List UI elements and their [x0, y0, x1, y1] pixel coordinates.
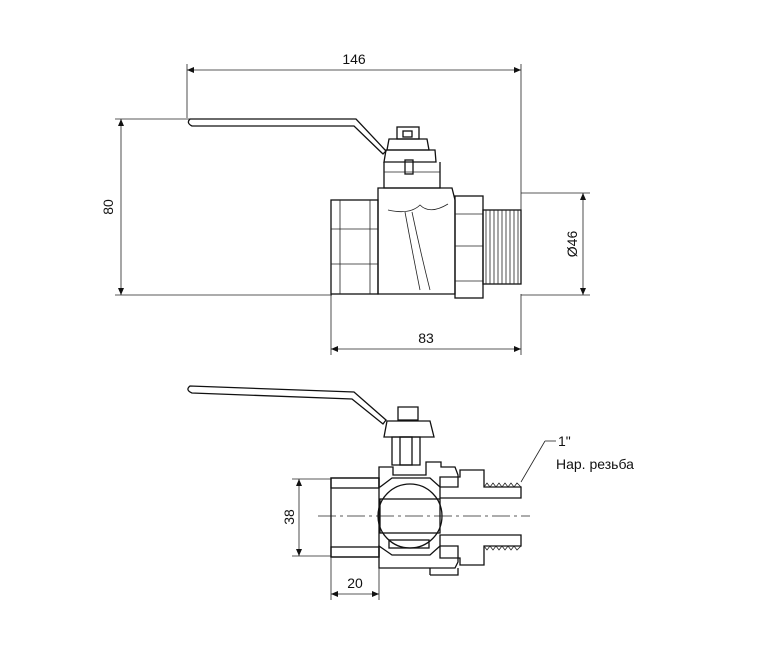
dimension-lines-section: [292, 440, 556, 600]
body-section-lower: [378, 544, 459, 569]
left-hex: [330, 199, 379, 295]
dim-80: 80: [100, 199, 116, 215]
dimension-lines-top: [115, 64, 590, 355]
stem-section: [391, 436, 421, 466]
side-view: [187, 118, 522, 299]
section-lever: [187, 385, 387, 425]
thread-size-label: 1": [558, 433, 571, 449]
thread-type-label: Нар. резьба: [556, 456, 634, 472]
socket-left: [330, 477, 380, 558]
body-section-upper: [378, 461, 459, 488]
section-view: [187, 385, 530, 576]
dim-83: 83: [418, 330, 434, 346]
dim-38: 38: [281, 509, 297, 525]
dim-diameter-46: Ø46: [564, 231, 580, 258]
lever-handle: [187, 118, 387, 155]
connector-section: [439, 469, 522, 499]
valve-body: [377, 187, 456, 295]
dim-146: 146: [342, 51, 366, 67]
dim-20: 20: [347, 575, 363, 591]
